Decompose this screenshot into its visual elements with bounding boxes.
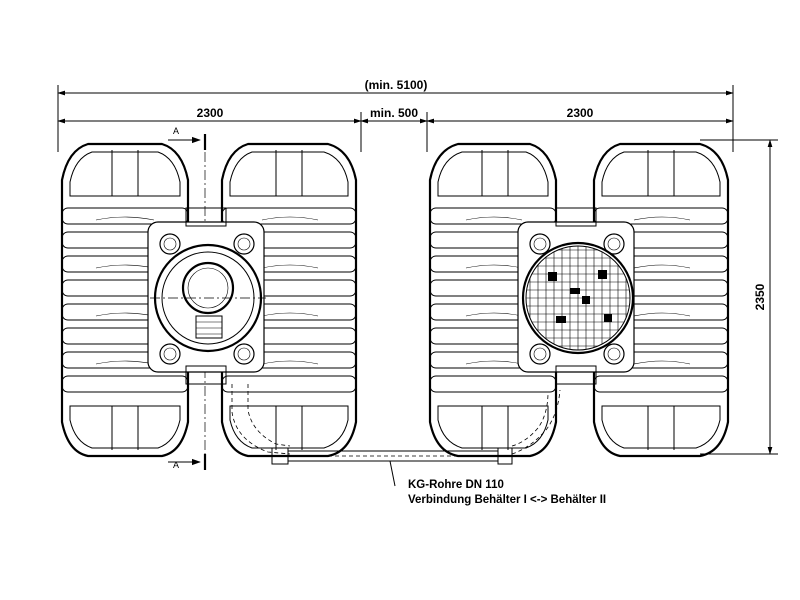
segment-dimensions: 2300 min. 500 2300 — [57, 106, 734, 152]
tank-right-center-dome — [517, 207, 635, 385]
inlet-pipe — [181, 261, 235, 315]
tank-left-center-dome — [147, 207, 266, 385]
tank-right — [428, 142, 730, 458]
section-label-bottom: A — [173, 460, 179, 470]
height-label: 2350 — [753, 283, 767, 310]
overall-dimension: (min. 5100) — [57, 78, 734, 152]
gap-label: min. 500 — [370, 106, 418, 120]
tank-right-half-a — [428, 142, 558, 458]
manhole-grate — [521, 241, 635, 355]
connection-pipe — [231, 384, 561, 487]
pipe-note-line1: KG-Rohre DN 110 — [408, 479, 504, 491]
pipe-note: KG-Rohre DN 110 Verbindung Behälter I <-… — [408, 479, 606, 506]
section-label-top: A — [173, 126, 179, 136]
height-dimension: 2350 — [700, 139, 778, 455]
left-width-label: 2300 — [197, 106, 224, 120]
overall-dimension-label: (min. 5100) — [365, 78, 428, 92]
pipe-note-line2: Verbindung Behälter I <-> Behälter II — [408, 494, 606, 506]
tank-left — [60, 142, 358, 458]
right-width-label: 2300 — [567, 106, 594, 120]
